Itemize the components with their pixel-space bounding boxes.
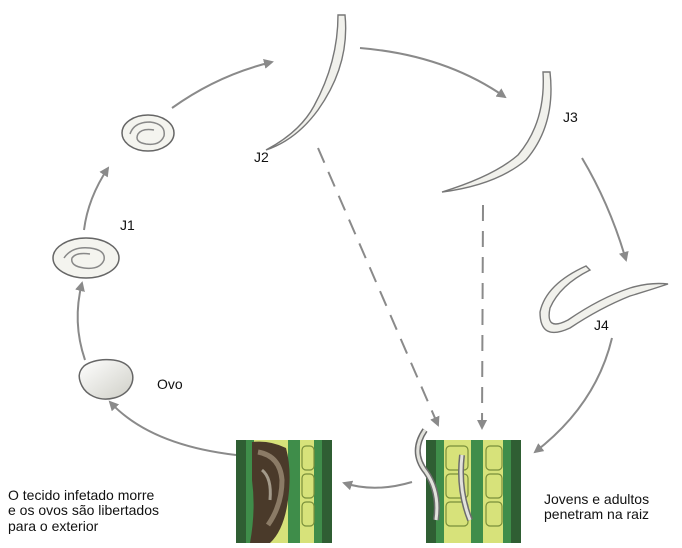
root-section-necrotic (236, 440, 332, 543)
worm-j3 (442, 72, 551, 192)
root-section-invaded (418, 430, 521, 543)
arrow-j3-to-j4 (582, 158, 626, 260)
arrow-j2-to-j3 (360, 48, 505, 97)
arrow-egg-to-j1 (78, 283, 85, 360)
egg-j2-coiled-illustration (122, 115, 174, 151)
arrow-j4-to-entry-root (535, 338, 612, 452)
dashed-arrow-j3-to-root (482, 205, 483, 428)
arrow-j1-to-j1b (84, 168, 108, 230)
dashed-arrow-j2-to-root (318, 148, 438, 425)
arrow-entry-to-release-root (344, 482, 412, 488)
label-j3: J3 (563, 110, 578, 125)
arrow-j1b-to-j2 (172, 62, 272, 108)
egg-illustration (79, 360, 133, 399)
caption-tissue-release: O tecido infetado morre e os ovos são li… (8, 488, 159, 534)
label-ovo: Ovo (157, 377, 183, 392)
worm-j2 (266, 15, 346, 150)
label-j4: J4 (594, 318, 609, 333)
arrow-release-to-egg (110, 402, 236, 455)
egg-j1-illustration (53, 238, 119, 278)
label-j2: J2 (254, 150, 269, 165)
label-j1: J1 (120, 218, 135, 233)
caption-root-entry: Jovens e adultos penetram na raiz (544, 492, 649, 523)
